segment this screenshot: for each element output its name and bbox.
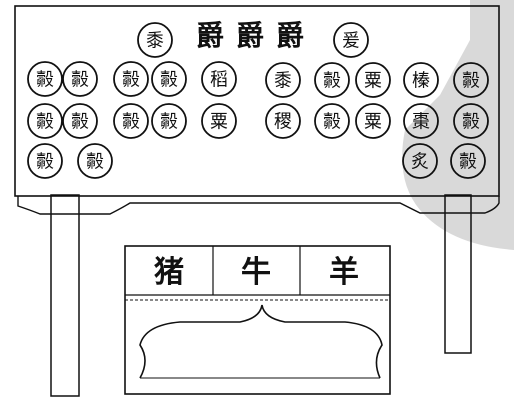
upper-table xyxy=(14,5,500,397)
upper-table-top xyxy=(14,5,500,197)
right-seal-r2-c1-label: 稷 xyxy=(274,111,292,132)
right-seal-r3-c1-label: 炙 xyxy=(411,151,429,172)
left-seal-r1-c4-label: 㲉 xyxy=(160,69,178,90)
left-seal-r1-c2-label: 㲉 xyxy=(71,69,89,90)
left-seal-r1-c3-label: 㲉 xyxy=(122,69,140,90)
right-seal-r2-c3: 粟 xyxy=(355,103,391,139)
right-seal-r1-c3-label: 粟 xyxy=(364,70,382,91)
left-seal-r1-c5: 稻 xyxy=(201,61,237,97)
background-gray-arc xyxy=(385,0,514,250)
right-seal-r2-c5: 㲉 xyxy=(453,103,489,139)
right-seal-r1-c4-label: 榛 xyxy=(412,70,430,91)
right-seal-r1-c1: 黍 xyxy=(265,62,301,98)
right-seal-r3-c2-label: 㲉 xyxy=(459,151,477,172)
right-seal-r2-c1: 稷 xyxy=(265,103,301,139)
left-seal-r1-c3: 㲉 xyxy=(113,61,149,97)
left-seal-r2-c2-label: 㲉 xyxy=(71,111,89,132)
right-seal-r1-c1-label: 黍 xyxy=(274,70,292,91)
right-seal-r2-c3-label: 粟 xyxy=(364,111,382,132)
left-seal-r2-c4: 㲉 xyxy=(151,103,187,139)
right-seal-r2-c2: 㲉 xyxy=(314,103,350,139)
header-left-seal-label: 黍 xyxy=(146,30,164,51)
right-seal-r1-c2-label: 㲉 xyxy=(323,70,341,91)
right-seal-r3-c1: 炙 xyxy=(402,143,438,179)
left-seal-r2-c3-label: 㲉 xyxy=(122,111,140,132)
left-seal-r1-c1: 㲉 xyxy=(27,61,63,97)
right-seal-r2-c4: 棗 xyxy=(403,103,439,139)
left-seal-r2-c1-label: 㲉 xyxy=(36,111,54,132)
right-seal-r1-c5-label: 㲉 xyxy=(462,70,480,91)
lower-table-label-1: 猪 xyxy=(154,255,184,290)
left-seal-r2-c2: 㲉 xyxy=(62,103,98,139)
lower-table-label-2: 牛 xyxy=(241,255,271,290)
upper-table-left-leg xyxy=(50,194,80,397)
left-seal-r1-c1-label: 㲉 xyxy=(36,69,54,90)
right-seal-r3-c2: 㲉 xyxy=(450,143,486,179)
header-left-seal: 黍 xyxy=(137,22,173,58)
left-seal-r1-c2: 㲉 xyxy=(62,61,98,97)
left-seal-r1-c4: 㲉 xyxy=(151,61,187,97)
right-seal-r1-c4: 榛 xyxy=(403,62,439,98)
right-seal-r2-c2-label: 㲉 xyxy=(323,111,341,132)
left-seal-r2-c5: 粟 xyxy=(201,103,237,139)
lower-table xyxy=(124,245,391,395)
lower-table-apron-carving xyxy=(139,304,383,379)
header-title-2: 爵 xyxy=(236,19,264,52)
left-seal-r2-c5-label: 粟 xyxy=(210,111,228,132)
left-seal-r2-c1: 㲉 xyxy=(27,103,63,139)
lower-table-label-3: 羊 xyxy=(329,255,359,290)
left-seal-r2-c4-label: 㲉 xyxy=(160,111,178,132)
upper-table-right-leg xyxy=(444,194,472,354)
right-seal-r1-c5: 㲉 xyxy=(453,62,489,98)
header-right-seal: 爰 xyxy=(333,22,369,58)
header-right-seal-label: 爰 xyxy=(342,30,360,51)
left-seal-r1-c5-label: 稻 xyxy=(210,69,228,90)
left-seal-r2-c3: 㲉 xyxy=(113,103,149,139)
lower-table-frame xyxy=(124,245,391,395)
left-seal-r3-c2-label: 㲉 xyxy=(86,151,104,172)
right-seal-r1-c2: 㲉 xyxy=(314,62,350,98)
right-seal-r2-c5-label: 㲉 xyxy=(462,111,480,132)
right-seal-r1-c3: 粟 xyxy=(355,62,391,98)
right-seal-r2-c4-label: 棗 xyxy=(412,111,430,132)
upper-table-apron xyxy=(17,196,500,215)
left-seal-r3-c1-label: 㲉 xyxy=(36,151,54,172)
left-seal-r3-c2: 㲉 xyxy=(77,143,113,179)
header-title-1: 爵 xyxy=(196,19,224,52)
header-title-3: 爵 xyxy=(276,19,304,52)
left-seal-r3-c1: 㲉 xyxy=(27,143,63,179)
